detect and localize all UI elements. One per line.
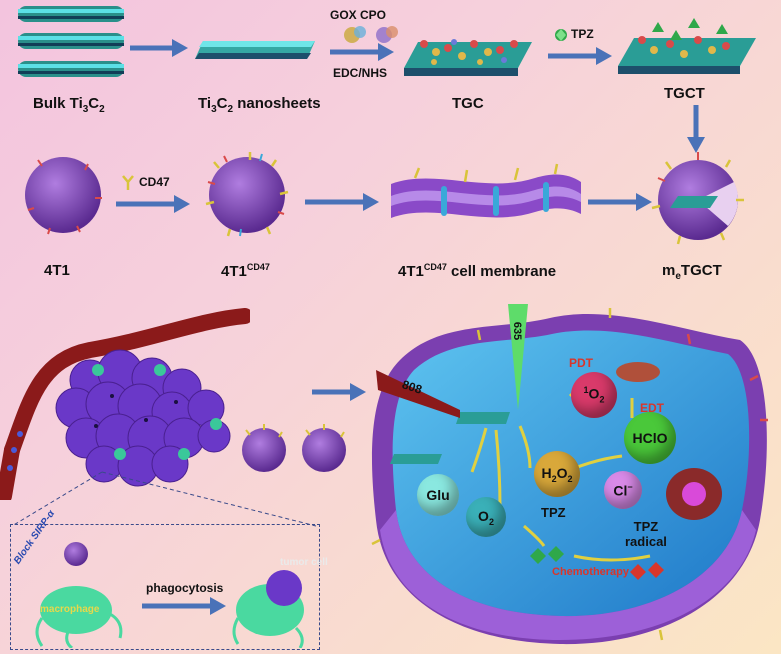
arrow-3: [548, 47, 612, 65]
phagocytosis-inset: [10, 524, 320, 650]
chloride-ion: Cl−: [604, 471, 642, 509]
inset-guide-lines: [11, 471, 317, 527]
chemotherapy-label: Chemotherapy: [552, 566, 630, 578]
bulk-ti3c2-label: Bulk Ti3C2: [33, 95, 105, 115]
cd47-icon: [122, 175, 134, 190]
hclo-molecule: HClO: [624, 412, 676, 464]
h2o2-molecule: H2O2: [534, 451, 580, 497]
macrophage-illustration: [35, 542, 123, 648]
tpz-label: TPZ: [571, 27, 594, 41]
coupling-label: EDC/NHS: [333, 66, 388, 80]
tumor-cell-label: tumor cell: [280, 557, 328, 568]
tpz-interior-label: TPZ: [541, 505, 566, 520]
4t1-label: 4T1: [44, 262, 70, 279]
oxygen-molecule: O2: [466, 497, 506, 537]
arrow-1: [130, 39, 188, 57]
arrow-down: [687, 105, 705, 153]
metgct-particles-illustration: [242, 424, 346, 472]
4t1-cd47-cell-illustration: [205, 152, 289, 237]
cd47-label: CD47: [139, 175, 170, 189]
tumor-cell-cross-section: [371, 304, 768, 645]
glucose-molecule: Glu: [417, 474, 459, 516]
nanosheet-label: Ti3C2 nanosheets: [198, 95, 321, 115]
cell-membrane-label: 4T1CD47 cell membrane: [398, 262, 557, 280]
tgc-illustration: [404, 39, 532, 76]
bulk-ti3c2-illustration: [18, 6, 124, 77]
tumor-blood-vessel-illustration: [0, 308, 250, 500]
arrow-6: [588, 193, 652, 211]
metgct-label: meTGCT: [662, 262, 722, 282]
arrow-4: [116, 195, 190, 213]
phagocytosis-label: phagocytosis: [146, 581, 224, 595]
tgct-label: TGCT: [664, 85, 705, 102]
arrow-2: [330, 43, 394, 61]
laser-635-label: 635: [511, 321, 524, 341]
macrophage-label: macrophage: [40, 604, 100, 615]
ti3c2-nanosheet-illustration: [195, 41, 315, 59]
4t1-cell-illustration: [25, 157, 102, 235]
tpz-molecule-icon: [555, 29, 567, 41]
tgc-label: TGC: [452, 95, 484, 112]
tgct-illustration: [618, 18, 756, 74]
edt-label: EDT: [640, 401, 664, 415]
enzymes-label: GOX CPO: [330, 8, 387, 22]
singlet-oxygen-molecule: 1O2: [571, 372, 617, 418]
pdt-label: PDT: [569, 356, 593, 370]
4t1-cd47-label: 4T1CD47: [221, 262, 270, 280]
arrow-8: [142, 597, 226, 615]
enzyme-icons: [344, 26, 398, 43]
arrow-5: [305, 193, 379, 211]
arrow-7: [312, 383, 366, 401]
engulfing-macrophage-illustration: [232, 570, 304, 648]
metgct-nanoparticle-illustration: [651, 152, 744, 245]
cell-membrane-illustration: [391, 163, 581, 218]
